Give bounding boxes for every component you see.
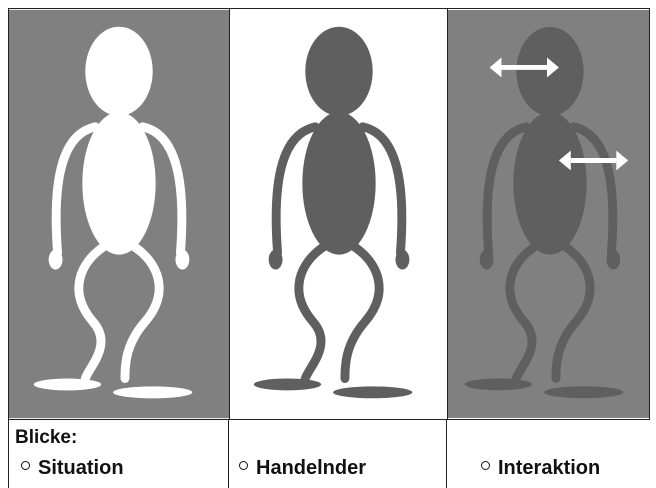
bullet-icon	[481, 461, 490, 470]
left-foot	[34, 379, 101, 391]
panel-situation	[8, 8, 230, 420]
left-hand	[269, 250, 283, 270]
body	[82, 112, 155, 255]
caption-cell-situation: Blicke: Situation	[8, 419, 229, 488]
right-hand	[606, 250, 620, 270]
body	[513, 112, 586, 255]
right-foot	[333, 386, 412, 398]
caption-item-handelnder: Handelnder	[239, 457, 366, 480]
caption-cell-handelnder: Handelnder	[229, 419, 447, 488]
caption-cell-interaktion: Interaktion	[447, 419, 650, 488]
figure-situation	[9, 9, 229, 419]
left-hand	[49, 250, 63, 270]
right-hand	[175, 250, 189, 270]
head	[85, 27, 152, 116]
caption-heading: Blicke:	[15, 427, 77, 449]
bullet-icon	[21, 461, 30, 470]
body	[302, 112, 375, 255]
figure-interaktion	[448, 9, 649, 419]
caption-item-interaktion: Interaktion	[481, 457, 600, 480]
panel-handelnder	[229, 8, 448, 420]
figure-handelnder	[230, 9, 447, 419]
left-foot	[254, 378, 321, 390]
caption-row: Blicke: Situation Handelnder Interaktion	[8, 419, 650, 488]
head	[305, 27, 372, 116]
right-hand	[395, 250, 409, 270]
right-foot	[544, 386, 623, 398]
left-foot	[465, 378, 532, 390]
right-foot	[113, 386, 192, 398]
panel-interaktion	[447, 8, 650, 420]
bullet-icon	[239, 461, 248, 470]
caption-item-situation: Situation	[21, 457, 124, 480]
left-hand	[480, 250, 494, 270]
